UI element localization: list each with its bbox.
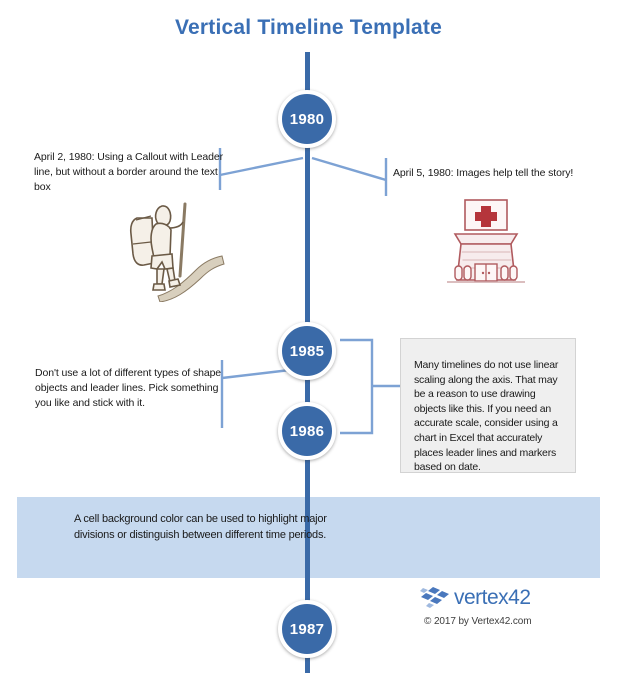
callout-note-april-5: April 5, 1980: Images help tell the stor… <box>393 167 574 179</box>
timeline-axis-segment-1 <box>305 138 310 332</box>
timeline-marker-1980[interactable]: 1980 <box>278 90 336 148</box>
timeline-marker-label: 1980 <box>289 110 325 128</box>
timeline-marker-label: 1987 <box>289 620 325 638</box>
walking-stick <box>178 202 187 278</box>
hospital-building-icon <box>447 199 525 283</box>
front-leg-shape <box>156 268 165 285</box>
timeline-axis-segment-2 <box>305 372 310 412</box>
timeline-marker-label: 1986 <box>289 422 325 440</box>
hospital-roof-shape <box>453 233 519 245</box>
leader-line-right-1980 <box>311 156 387 182</box>
timeline-axis-segment-bottom <box>305 648 310 673</box>
vertex42-diamond-icon <box>420 587 449 608</box>
trail-shape <box>157 255 225 302</box>
shorts-shape <box>150 253 174 270</box>
boxed-note-text: Many timelines do not use linear scaling… <box>414 359 559 474</box>
back-boot-shape <box>168 278 182 288</box>
hospital-door-handle-right <box>487 271 491 275</box>
vertex42-logo[interactable]: vertex42 <box>420 586 531 610</box>
leader-bracket-right-1985-1986 <box>340 338 374 435</box>
hospital-column-1 <box>454 265 463 281</box>
copyright-text: © 2017 by Vertex42.com <box>424 616 532 627</box>
vertex42-wordmark: vertex42 <box>454 586 531 609</box>
timeline-axis-segment-top <box>305 52 310 100</box>
hospital-door-handle-left <box>481 271 485 275</box>
backpack-pocket <box>132 241 152 245</box>
timeline-marker-1986[interactable]: 1986 <box>278 402 336 460</box>
leader-line-left-1985 <box>221 368 291 380</box>
timeline-axis-segment-3 <box>305 452 310 610</box>
timeline-marker-1987[interactable]: 1987 <box>278 600 336 658</box>
hiker-with-backpack-icon <box>129 202 225 302</box>
callout-note-april-2: April 2, 1980: Using a Callout with Lead… <box>34 151 223 193</box>
timeline-marker-label: 1985 <box>289 342 325 360</box>
page-title: Vertical Timeline Template <box>174 16 443 39</box>
hospital-column-2 <box>463 265 472 281</box>
arm-shape <box>168 221 184 229</box>
boxed-note-container <box>400 338 576 473</box>
hospital-column-4 <box>509 265 518 281</box>
backpack-shape <box>129 217 155 266</box>
front-boot-shape <box>152 283 166 291</box>
timeline-marker-1985[interactable]: 1985 <box>278 322 336 380</box>
torso-shape <box>150 222 172 259</box>
head-shape <box>154 205 172 227</box>
red-cross-icon <box>475 206 497 227</box>
band-note-text: A cell background color can be used to h… <box>74 513 327 541</box>
backpack-top-strap <box>135 215 152 221</box>
callout-note-shape-advice: Don't use a lot of different types of sh… <box>35 367 222 409</box>
leader-line-left-1980 <box>219 156 304 177</box>
hospital-column-3 <box>500 265 509 281</box>
